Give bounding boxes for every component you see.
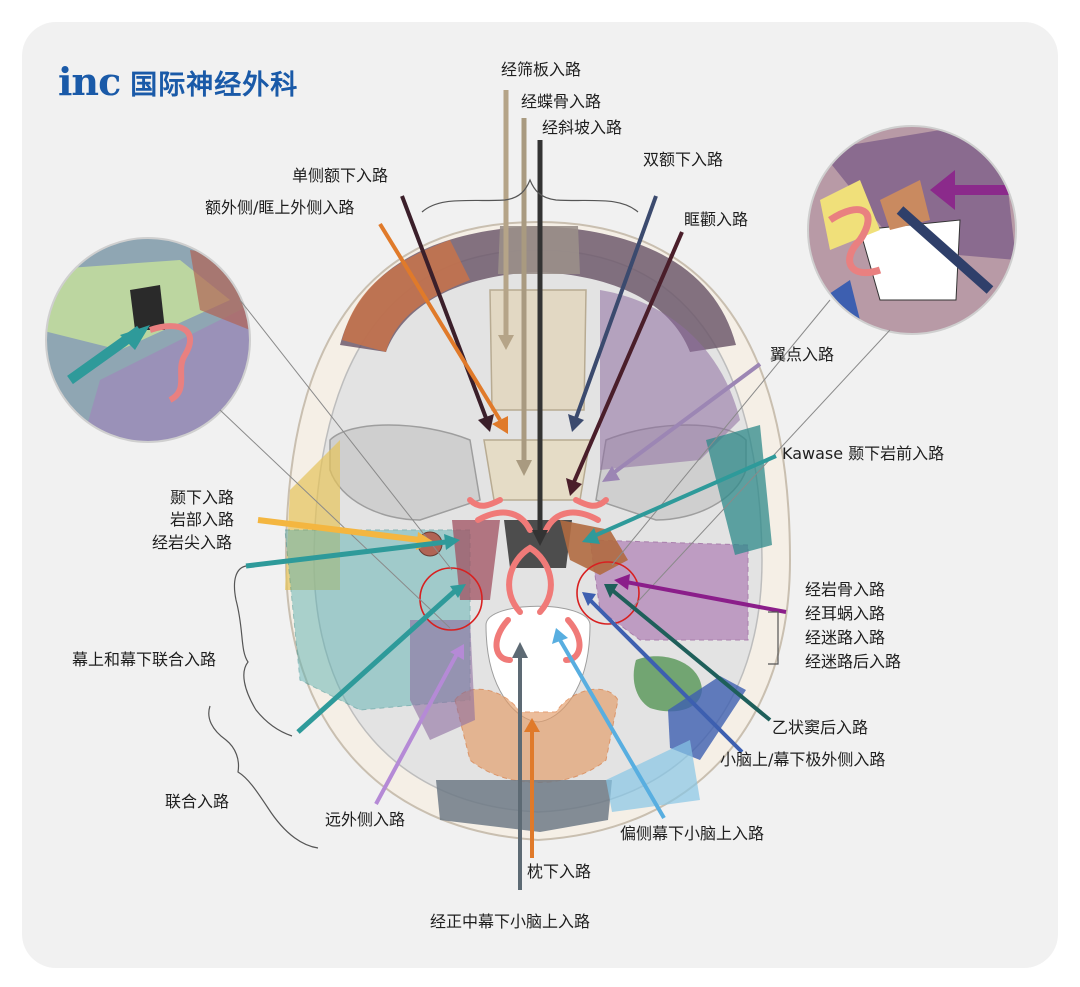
label-translabyrinthine: 经迷路入路 [805,628,885,648]
label-far-lateral: 远外侧入路 [325,810,405,830]
label-combined: 联合入路 [165,792,229,812]
label-unilateral-subfrontal: 单侧额下入路 [292,166,388,186]
zoom-inset-right [800,120,1030,350]
label-transcochlear: 经耳蜗入路 [805,604,885,624]
label-transpetrosal: 经岩骨入路 [805,580,885,600]
label-orbitozygomatic: 眶颧入路 [684,210,748,230]
label-median-supracerebellar: 经正中幕下小脑上入路 [430,912,590,932]
label-petrosal: 岩部入路 [170,510,234,530]
label-transclival: 经斜坡入路 [542,118,622,138]
label-suboccipital: 枕下入路 [527,862,591,882]
label-retrosigmoid: 乙状窦后入路 [772,718,868,738]
label-transethmoidal: 经筛板入路 [501,60,581,80]
label-subtemporal: 颞下入路 [170,488,234,508]
label-retrolabyrinthine: 经迷路后入路 [805,652,901,672]
label-frontolateral-supraorbital: 额外侧/眶上外侧入路 [205,198,354,218]
label-pterional: 翼点入路 [770,345,834,365]
label-supracerebellar-extreme-lateral: 小脑上/幕下极外侧入路 [720,750,885,770]
label-transpetrous-apex: 经岩尖入路 [152,533,232,553]
label-paramedian-supracerebellar: 偏侧幕下小脑上入路 [620,824,764,844]
label-kawase: Kawase 颞下岩前入路 [782,444,944,464]
label-bifrontal: 双额下入路 [643,150,723,170]
label-combined-supra-infra: 幕上和幕下联合入路 [72,650,216,670]
label-transsphenoidal: 经蝶骨入路 [521,92,601,112]
